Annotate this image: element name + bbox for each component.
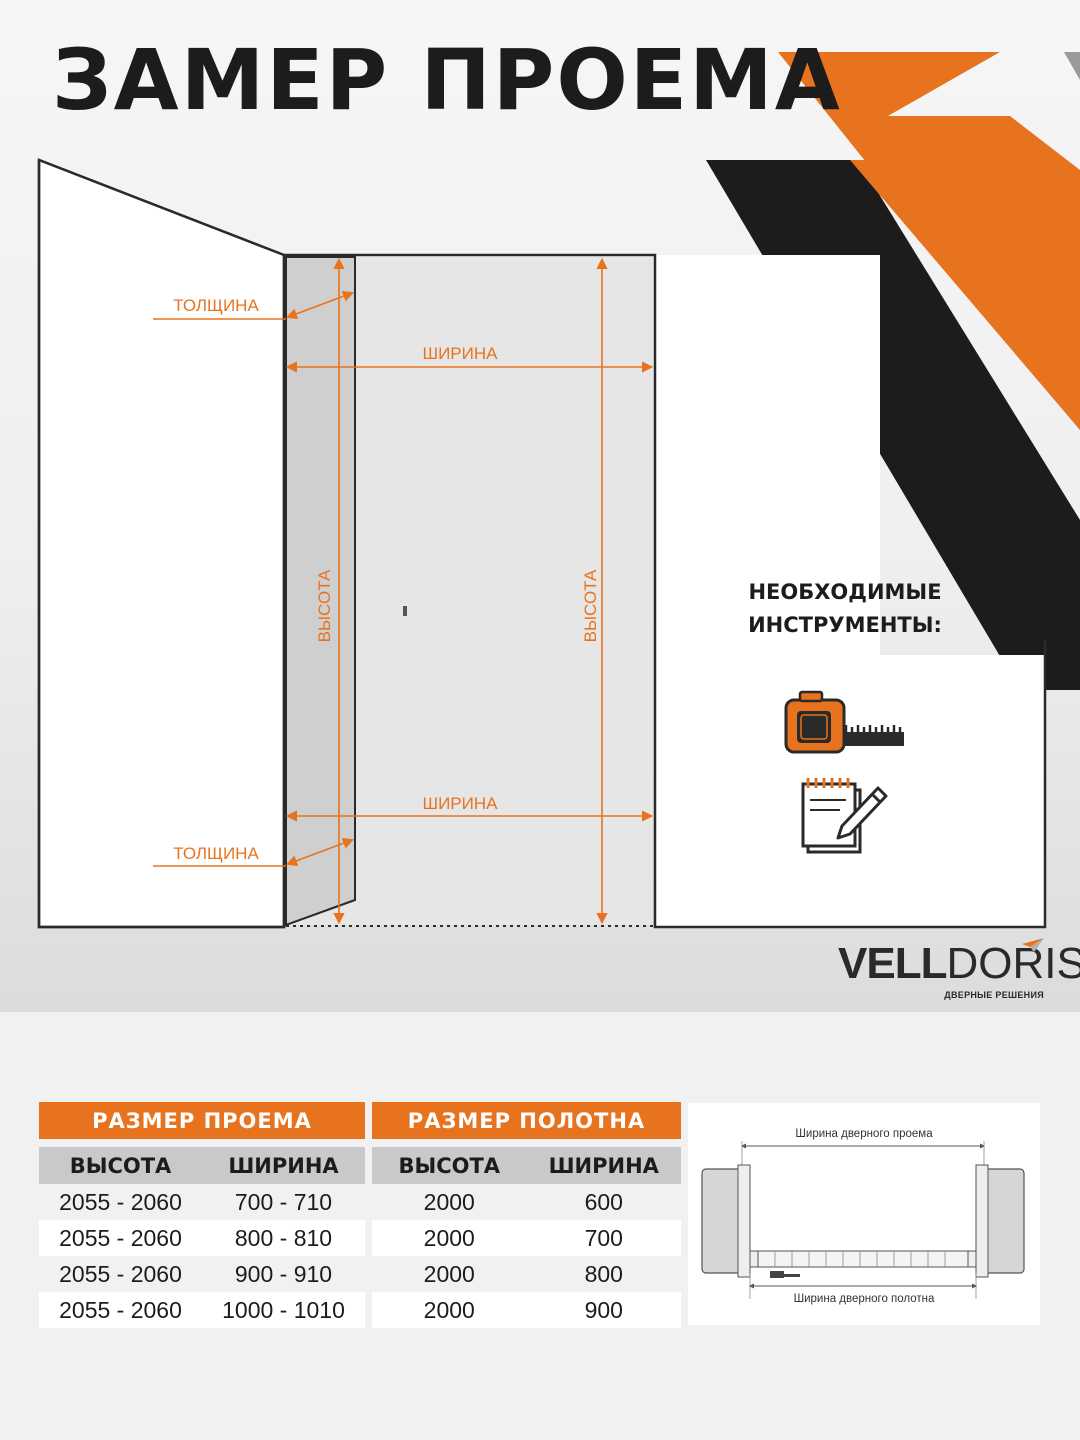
plan-door-leaf: [757, 1250, 969, 1268]
leaf-col-width: ШИРИНА: [548, 1154, 659, 1178]
plan-frame-left: [737, 1164, 751, 1278]
table-cell: 800 - 810: [234, 1225, 333, 1251]
tools-heading: НЕОБХОДИМЫЕ ИНСТРУМЕНТЫ:: [722, 576, 968, 642]
thickness-label-top: ТОЛЩИНА: [173, 296, 259, 315]
page-title: ЗАМЕР ПРОЕМА: [52, 31, 842, 129]
leaf-table-title: РАЗМЕР ПОЛОТНА: [372, 1102, 681, 1139]
table-cell: 2055 - 2060: [59, 1225, 182, 1251]
leaf-table-columns: ВЫСОТА ШИРИНА: [372, 1147, 681, 1184]
table-cell: 2055 - 2060: [59, 1261, 182, 1287]
wall-right: [655, 255, 1045, 927]
opening-col-width: ШИРИНА: [228, 1154, 339, 1178]
plan-handle: [770, 1271, 784, 1278]
brand-name-doris: DORIS: [946, 939, 1080, 988]
brand-logo: VELLDORIS ДВЕРНЫЕ РЕШЕНИЯ: [836, 938, 1080, 1002]
table-row: 2000 700: [372, 1220, 681, 1256]
door-plan-svg: Ширина дверного проема Ширина дверного п…: [701, 1128, 1025, 1305]
table-cell: 2000: [423, 1297, 475, 1323]
leaf-width-label: Ширина дверного полотна: [794, 1293, 935, 1305]
leaf-col-height: ВЫСОТА: [398, 1154, 501, 1178]
table-cell: 900 - 910: [234, 1261, 333, 1287]
width-label-bottom: ШИРИНА: [423, 794, 499, 813]
opening-table-columns: ВЫСОТА ШИРИНА: [39, 1147, 365, 1184]
hero-section: ТОЛЩИНА ТОЛЩИНА ШИРИНА ШИРИНА ВЫСОТА ВЫС…: [0, 0, 1080, 1012]
table-row: 2000 600: [372, 1184, 681, 1220]
table-cell: 900: [584, 1297, 623, 1323]
wall-left: [37, 158, 286, 929]
table-cell: 2000: [423, 1225, 475, 1251]
leaf-size-table: РАЗМЕР ПОЛОТНА ВЫСОТА ШИРИНА 2000 600 200…: [372, 1102, 681, 1328]
opening-size-table: РАЗМЕР ПРОЕМА ВЫСОТА ШИРИНА 2055 - 2060 7…: [39, 1102, 365, 1328]
opening-table-title: РАЗМЕР ПРОЕМА: [39, 1102, 365, 1139]
table-row: 2000 900: [372, 1292, 681, 1328]
height-label-right: ВЫСОТА: [581, 569, 600, 642]
wall-outline: [37, 160, 1047, 929]
table-row: 2055 - 2060 1000 - 1010: [39, 1292, 365, 1328]
brand-tagline: ДВЕРНЫЕ РЕШЕНИЯ: [944, 990, 1044, 1000]
door-opening-illustration: ТОЛЩИНА ТОЛЩИНА ШИРИНА ШИРИНА ВЫСОТА ВЫС…: [37, 52, 1080, 929]
gray-stripe: [1064, 52, 1080, 80]
table-cell: 600: [584, 1189, 623, 1215]
table-row: 2055 - 2060 900 - 910: [39, 1256, 365, 1292]
plan-frame-right: [975, 1164, 989, 1278]
table-cell: 800: [584, 1261, 623, 1287]
table-cell: 700: [584, 1225, 623, 1251]
height-label-left: ВЫСОТА: [315, 569, 334, 642]
tools-heading-line2: ИНСТРУМЕНТЫ:: [748, 613, 942, 637]
notepad-pencil-icon: [801, 778, 888, 854]
brand-name-vell: VELL: [838, 939, 947, 988]
table-row: 2055 - 2060 700 - 710: [39, 1184, 365, 1220]
door-plan-diagram: Ширина дверного проема Ширина дверного п…: [688, 1103, 1040, 1325]
paper-plane-icon: [1022, 938, 1044, 952]
door-handle: [403, 606, 407, 616]
table-cell: 1000 - 1010: [222, 1297, 345, 1323]
width-label-top: ШИРИНА: [423, 344, 499, 363]
table-row: 2000 800: [372, 1256, 681, 1292]
opening-col-height: ВЫСОТА: [69, 1154, 172, 1178]
opening-width-label: Ширина дверного проема: [795, 1128, 933, 1140]
tape-measure-icon: [784, 690, 904, 754]
table-cell: 700 - 710: [234, 1189, 333, 1215]
table-cell: 2000: [423, 1189, 475, 1215]
table-row: 2055 - 2060 800 - 810: [39, 1220, 365, 1256]
table-cell: 2055 - 2060: [59, 1297, 182, 1323]
tools-heading-line1: НЕОБХОДИМЫЕ: [748, 580, 942, 604]
table-cell: 2055 - 2060: [59, 1189, 182, 1215]
thickness-label-bottom: ТОЛЩИНА: [173, 844, 259, 863]
orange-stripe-right: [850, 160, 1080, 430]
brand-name: VELLDORIS: [838, 942, 1080, 986]
table-cell: 2000: [423, 1261, 475, 1287]
